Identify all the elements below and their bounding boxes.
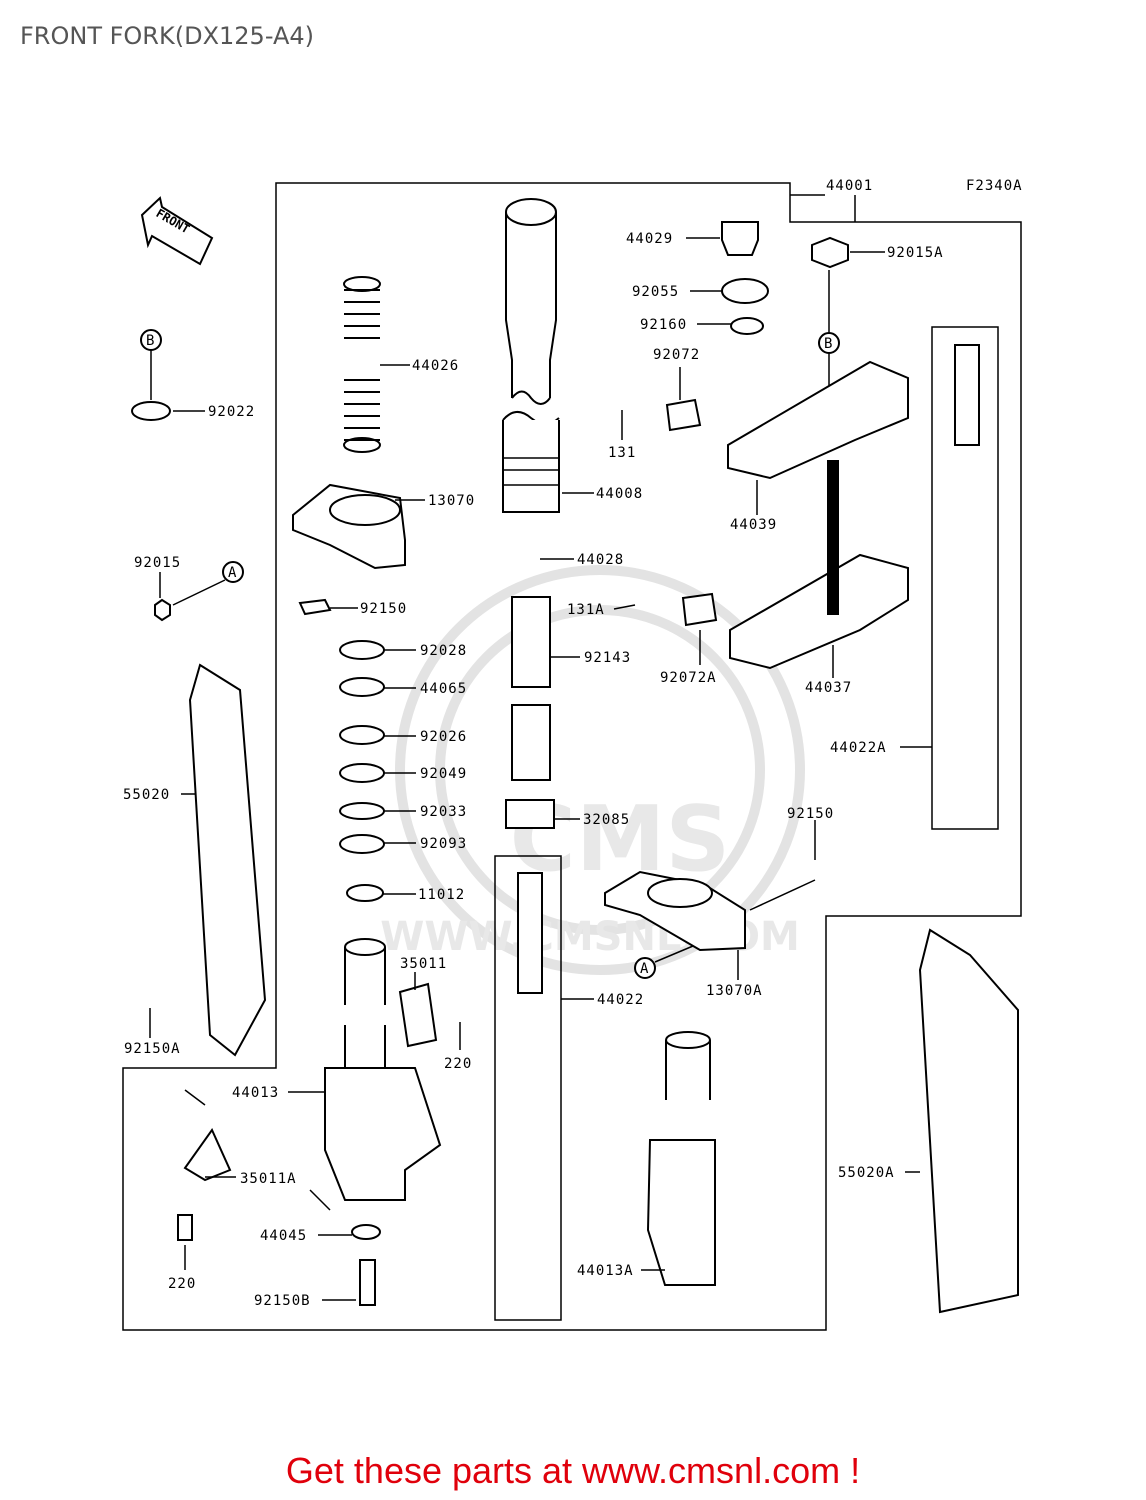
lower-clamp-icon xyxy=(604,870,746,952)
front-arrow-icon: FRONT xyxy=(140,196,214,266)
part-label-44045: 44045 xyxy=(260,1228,307,1244)
ring-icon-4 xyxy=(339,763,385,783)
part-label-92049: 92049 xyxy=(420,766,467,782)
part-label-92150B: 92150B xyxy=(254,1293,311,1309)
ring-icon-3 xyxy=(339,725,385,745)
promo-link[interactable]: Get these parts at www.cmsnl.com ! xyxy=(285,1450,861,1491)
ring-icon-2 xyxy=(339,677,385,697)
collar-icon xyxy=(730,317,764,335)
part-label-92033: 92033 xyxy=(420,804,467,820)
part-label-92072A: 92072A xyxy=(660,670,717,686)
part-label-92150A: 92150A xyxy=(124,1041,181,1057)
part-label-92028: 92028 xyxy=(420,643,467,659)
part-label-92072: 92072 xyxy=(653,347,700,363)
part-label-11012: 11012 xyxy=(418,887,465,903)
nut-icon xyxy=(154,598,171,622)
part-label-92055: 92055 xyxy=(632,284,679,300)
cap-bolt-icon xyxy=(721,221,759,256)
ring-icon-6 xyxy=(339,834,385,854)
part-label-92022: 92022 xyxy=(208,404,255,420)
part-label-92160: 92160 xyxy=(640,317,687,333)
lower-leg-a-icon xyxy=(646,1031,716,1286)
bracket-a-icon xyxy=(183,1127,232,1182)
ring-icon-5 xyxy=(339,802,385,820)
part-label-92015A: 92015A xyxy=(887,245,944,261)
stem-bracket-icon xyxy=(729,553,909,670)
o-ring-icon xyxy=(721,278,769,304)
part-label-44065: 44065 xyxy=(420,681,467,697)
fork-guard-a-icon xyxy=(918,928,1019,1314)
part-label-55020: 55020 xyxy=(123,787,170,803)
cartridge-rod-icon xyxy=(954,344,980,446)
guide-holder-icon xyxy=(665,398,702,432)
part-label-32085: 32085 xyxy=(583,812,630,828)
part-label-44037: 44037 xyxy=(805,680,852,696)
part-label-44013A: 44013A xyxy=(577,1263,634,1279)
part-label-92093: 92093 xyxy=(420,836,467,852)
part-label-44008: 44008 xyxy=(596,486,643,502)
cartridge-rod-icon-2 xyxy=(517,872,543,994)
page-title: FRONT FORK(DX125-A4) xyxy=(20,22,314,50)
svg-text:B: B xyxy=(824,336,833,352)
part-label-55020A: 55020A xyxy=(838,1165,895,1181)
ref-marker-a-lower: A xyxy=(634,937,713,979)
cartridge-box-upper xyxy=(931,326,999,830)
svg-text:B: B xyxy=(146,333,155,349)
ring-icon-7 xyxy=(346,884,384,902)
part-label-220: 220 xyxy=(444,1056,472,1072)
part-label-44028: 44028 xyxy=(577,552,624,568)
part-label-13070: 13070 xyxy=(428,493,475,509)
part-label-220-lower: 220 xyxy=(168,1276,196,1292)
ref-marker-a-upper: A xyxy=(172,561,244,606)
screw-icon xyxy=(177,1214,193,1241)
part-label-35011: 35011 xyxy=(400,956,447,972)
clamp-icon xyxy=(292,483,406,570)
ring-icon-1 xyxy=(339,640,385,660)
inner-tube-icon xyxy=(324,938,442,1201)
part-label-92026: 92026 xyxy=(420,729,467,745)
part-label-44022: 44022 xyxy=(597,992,644,1008)
part-label-92143: 92143 xyxy=(584,650,631,666)
bushing-icon xyxy=(505,799,555,829)
bracket-icon xyxy=(398,982,438,1048)
outer-tube-icon xyxy=(502,198,560,513)
part-label-13070A: 13070A xyxy=(706,983,763,999)
upper-bracket-icon xyxy=(727,360,909,480)
part-label-92015: 92015 xyxy=(134,555,181,571)
figure-code: F2340A xyxy=(966,178,1023,194)
hex-nut-top-icon xyxy=(811,236,849,269)
gasket-icon xyxy=(351,1224,381,1240)
assembly-outline xyxy=(122,182,1022,1331)
drain-screw-icon xyxy=(359,1259,376,1306)
leader-lines xyxy=(149,194,932,1301)
part-labels: 44001 44029 92015A 92055 92160 92072 131… xyxy=(123,178,944,1309)
guide-holder-a-icon xyxy=(681,592,718,627)
svg-text:A: A xyxy=(640,961,649,977)
fork-guard-icon xyxy=(188,663,267,1057)
fork-spring-icon xyxy=(343,276,381,453)
part-label-44001: 44001 xyxy=(826,178,873,194)
part-label-131: 131 xyxy=(608,445,636,461)
bolt-icon xyxy=(298,598,332,616)
part-label-35011A: 35011A xyxy=(240,1171,297,1187)
washer-icon xyxy=(131,401,171,421)
part-label-44022A: 44022A xyxy=(830,740,887,756)
guide-pipe-icon xyxy=(511,596,551,781)
svg-text:A: A xyxy=(228,565,237,581)
part-label-92150-right: 92150 xyxy=(787,806,834,822)
part-label-44039: 44039 xyxy=(730,517,777,533)
ref-marker-b-left: B xyxy=(140,329,162,400)
part-label-44029: 44029 xyxy=(626,231,673,247)
part-label-131A: 131A xyxy=(567,602,605,618)
cartridge-box-lower xyxy=(494,855,562,1321)
part-label-44026: 44026 xyxy=(412,358,459,374)
part-label-92150: 92150 xyxy=(360,601,407,617)
part-label-44013: 44013 xyxy=(232,1085,279,1101)
